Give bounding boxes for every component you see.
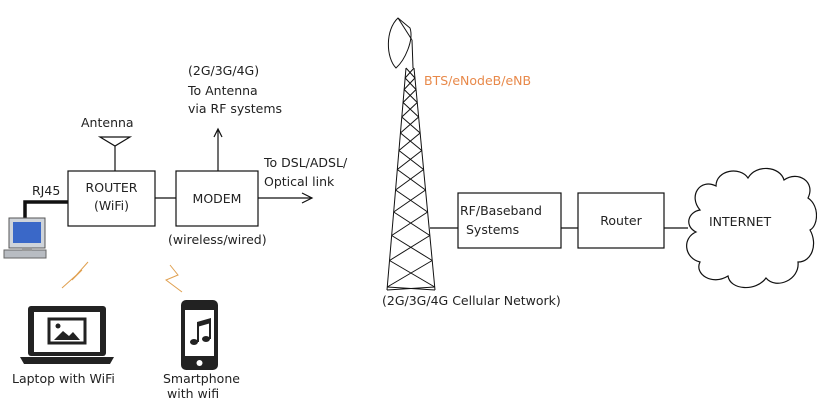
tower-brace — [393, 211, 431, 236]
laptop-icon — [20, 306, 114, 364]
core-router-box — [577, 192, 665, 249]
modem-label: MODEM — [192, 191, 242, 206]
internet-label: INTERNET — [709, 214, 772, 229]
tower-brace — [401, 102, 418, 118]
phone-label-2: with wifi — [167, 386, 220, 400]
rf-baseband-box — [457, 192, 562, 249]
antenna-icon — [97, 136, 133, 171]
tower-brace — [386, 286, 435, 291]
tower-brace — [404, 67, 415, 79]
tower-brace — [398, 150, 424, 170]
router-label: Router — [600, 213, 642, 228]
tower-brace — [393, 189, 426, 213]
cell-tower-icon — [386, 17, 436, 291]
desktop-pc-icon — [3, 217, 47, 259]
rf-arrow — [213, 127, 223, 171]
tower-brace — [387, 260, 433, 288]
dsl-label-1: To DSL/ADSL/ — [264, 155, 348, 170]
tower-brace — [404, 77, 417, 90]
rf-label-1: (2G/3G/4G) — [188, 63, 260, 78]
tower-brace — [403, 89, 418, 103]
smartphone-icon — [181, 300, 218, 370]
dsl-arrow — [258, 192, 314, 204]
rj45-cable — [23, 200, 68, 218]
tower-brace — [400, 132, 423, 151]
tower-brace — [402, 102, 419, 118]
rf-label-2: To Antenna — [188, 83, 258, 98]
tower-brace — [391, 235, 433, 261]
tower-brace — [403, 77, 416, 90]
dsl-label-2: Optical link — [264, 174, 335, 189]
bts-label: BTS/eNodeB/eNB — [424, 73, 532, 88]
wireless-signal-icon — [165, 264, 183, 293]
router-label: ROUTER — [85, 180, 138, 195]
tower-brace — [397, 169, 426, 191]
modem-box — [175, 170, 259, 227]
tower-brace — [398, 132, 421, 151]
modem-sub-label: (wireless/wired) — [168, 232, 267, 247]
tower-brace — [401, 116, 421, 134]
rf-box-label-1: RF/Baseband — [460, 203, 542, 218]
wireless-signal-icon — [61, 261, 89, 289]
tower-brace — [395, 169, 424, 191]
tower-brace — [389, 260, 435, 288]
tower-brace — [400, 116, 419, 134]
rf-box-label-2: Systems — [466, 222, 520, 237]
laptop-label: Laptop with WiFi — [12, 371, 115, 386]
tower-brace — [389, 235, 431, 261]
tower-brace — [405, 67, 416, 79]
music-note-icon — [190, 318, 211, 345]
cellular-network-label: (2G/3G/4G Cellular Network) — [382, 293, 561, 308]
router-sub-label: (WiFi) — [93, 198, 130, 213]
phone-label-1: Smartphone — [163, 371, 240, 386]
tower-brace — [402, 89, 417, 103]
router-wifi-box — [67, 170, 156, 227]
antenna-label: Antenna — [81, 115, 134, 130]
tower-brace — [397, 150, 423, 170]
tower-brace — [391, 211, 428, 236]
rf-label-3: via RF systems — [188, 101, 283, 116]
internet-cloud-icon — [686, 167, 817, 289]
rj45-label: RJ45 — [32, 183, 61, 198]
tower-brace — [395, 189, 428, 213]
